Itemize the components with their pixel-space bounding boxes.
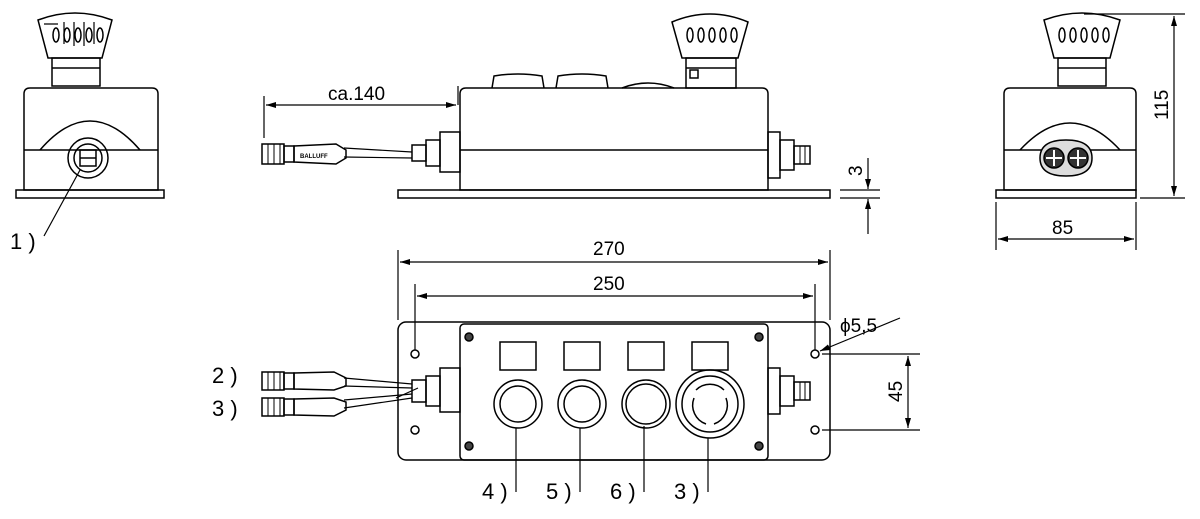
connector-logo: BALLUFF (300, 154, 328, 160)
dim-hole-diameter-label: ϕ5,5 (840, 316, 877, 337)
dim-width (995, 202, 1137, 250)
callout-5: 5 ) (546, 479, 572, 504)
dim-cable-length (263, 86, 459, 138)
dim-cable-length-label: ca.140 (328, 84, 385, 105)
dim-height-label: 115 (1152, 90, 1173, 120)
dim-hole-spacing (822, 353, 920, 431)
top-view (261, 321, 831, 492)
callout-4: 4 ) (482, 479, 508, 504)
dim-height (1084, 13, 1185, 199)
back-view-right (995, 12, 1137, 199)
dim-length-total (397, 250, 831, 320)
dim-length-holes (414, 284, 816, 350)
callout-6: 6 ) (610, 479, 636, 504)
dim-hole-spacing-label: 45 (886, 381, 907, 402)
callout-1: 1 ) (10, 229, 36, 254)
side-view (261, 13, 831, 199)
dim-length-holes-label: 250 (593, 274, 625, 295)
callout-3: 3 ) (212, 396, 238, 421)
dim-plate-thickness (840, 158, 880, 234)
dim-width-label: 85 (1052, 218, 1073, 239)
callout-3b: 3 ) (674, 479, 700, 504)
front-view-left (15, 12, 165, 237)
dim-plate-thickness-label: 3 (846, 165, 867, 176)
dim-length-total-label: 270 (593, 239, 625, 260)
callout-2: 2 ) (212, 363, 238, 388)
dim-hole-diameter (819, 317, 901, 352)
